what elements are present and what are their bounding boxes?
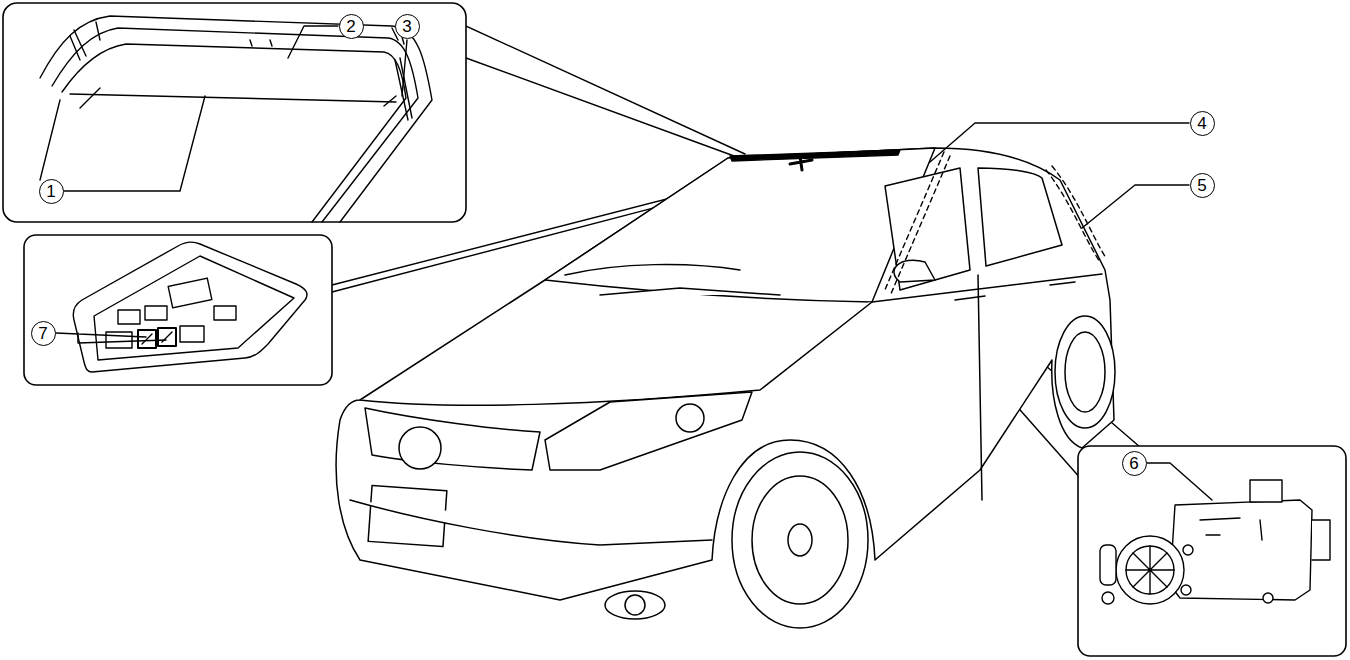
overhead-console	[145, 306, 167, 320]
sunroof-panel	[730, 150, 900, 161]
drain-hose	[1052, 166, 1106, 258]
callout-number: 4	[1190, 111, 1215, 136]
callout-number: 3	[395, 14, 420, 39]
drain-hose	[884, 152, 944, 292]
sunroof-detail	[70, 22, 100, 60]
car-body	[350, 500, 712, 545]
leader-line	[402, 40, 407, 96]
leader-line	[56, 26, 1212, 500]
car-body	[788, 524, 812, 556]
car-body	[600, 288, 780, 295]
leader-line	[288, 26, 338, 58]
sunroof-motor	[1126, 546, 1174, 594]
car-body	[894, 260, 935, 282]
sunroof-motor	[1312, 520, 1330, 560]
overhead-console	[214, 306, 236, 320]
car-body	[365, 408, 540, 470]
car-body	[625, 595, 645, 615]
car-body	[676, 404, 704, 432]
sunroof-detail	[70, 94, 396, 102]
car-body	[978, 275, 982, 500]
car-body	[1065, 332, 1105, 412]
sunroof-motor	[1200, 518, 1262, 540]
callout-number: 5	[1190, 173, 1215, 198]
leader-line	[1147, 463, 1212, 500]
car-body	[605, 591, 665, 619]
sunroof-detail	[52, 28, 418, 222]
overhead-console	[142, 332, 172, 344]
car-body	[399, 427, 441, 469]
sunroof-motor	[1116, 536, 1184, 604]
overhead-console	[94, 256, 294, 360]
sunroof-motor	[1100, 545, 1116, 585]
car-body	[1050, 282, 1075, 285]
callout-number: 1	[39, 179, 64, 204]
overhead-console	[168, 278, 212, 308]
sunroof-detail	[250, 40, 272, 46]
leader-line	[56, 333, 166, 343]
leader-line	[1082, 185, 1189, 228]
car-body	[955, 296, 985, 300]
sunroof-motor	[1183, 545, 1193, 555]
drain-hose	[890, 156, 950, 296]
sunroof-detail	[40, 16, 432, 222]
sunroof-motor	[1250, 480, 1282, 502]
sunroof-motor	[1100, 480, 1330, 604]
car-body	[1055, 316, 1115, 428]
overhead-console	[73, 242, 307, 372]
sunroof-detail	[40, 100, 60, 180]
sunroof-motor	[1102, 592, 1114, 604]
sunroof-motor	[1170, 500, 1312, 600]
car-body	[732, 452, 868, 628]
sunroof-detail	[62, 44, 406, 222]
car-body	[360, 302, 872, 405]
sunroof-motor	[1126, 546, 1174, 594]
sunroof-motor	[1181, 585, 1191, 595]
sunroof-panel	[730, 150, 900, 170]
overhead-console	[180, 326, 204, 342]
sunroof-detail	[80, 88, 396, 108]
inset-leader	[420, 5, 745, 154]
callout-number: 7	[31, 321, 56, 346]
car-body	[885, 168, 970, 290]
callout-number: 2	[339, 14, 364, 39]
inset-frame	[1078, 446, 1346, 656]
leader-line	[930, 123, 1189, 162]
inset-frame	[24, 235, 332, 385]
drain-hose	[1046, 170, 1100, 262]
car-body	[545, 392, 752, 470]
sunroof-motor	[1263, 593, 1273, 603]
inset-leader	[466, 58, 745, 160]
car-body	[545, 148, 935, 302]
drain-hose	[884, 152, 1106, 296]
sunroof-detail	[40, 16, 432, 222]
leader-line	[64, 96, 205, 191]
inset-frame	[3, 3, 1346, 656]
overhead-console	[118, 310, 140, 324]
car-body	[978, 168, 1062, 266]
overhead-console	[106, 332, 132, 348]
overhead-console	[73, 242, 307, 372]
car-body	[565, 265, 740, 275]
car-body	[752, 476, 848, 604]
sunroof-detail	[392, 28, 412, 120]
inset-frame	[3, 3, 466, 222]
sunroof-panel	[790, 156, 812, 170]
callout-number: 6	[1122, 451, 1147, 476]
